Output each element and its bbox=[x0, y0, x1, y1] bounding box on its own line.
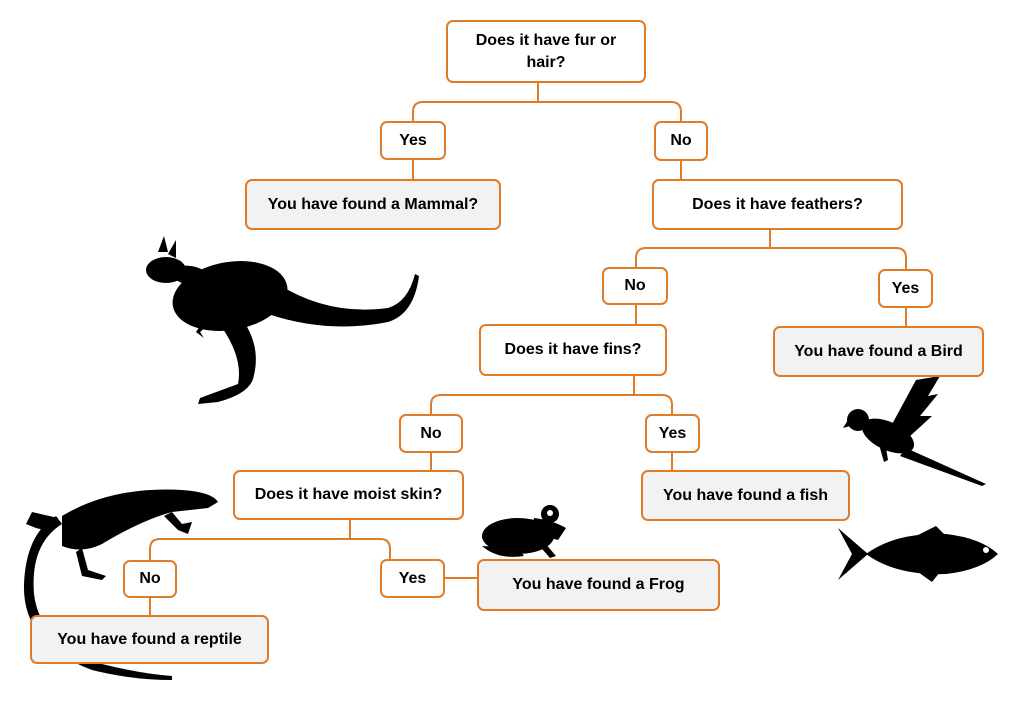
answer-no-fur: No bbox=[654, 121, 708, 161]
question-fur-or-hair: Does it have fur or hair? bbox=[446, 20, 646, 83]
answer-yes-fins: Yes bbox=[645, 414, 700, 453]
kangaroo-icon bbox=[146, 236, 419, 404]
bird-icon bbox=[843, 376, 986, 486]
answer-no-feathers: No bbox=[602, 267, 668, 305]
connector-moist bbox=[149, 519, 391, 561]
result-fish: You have found a fish bbox=[641, 470, 850, 521]
fish-icon bbox=[838, 526, 998, 582]
result-frog: You have found a Frog bbox=[477, 559, 720, 611]
answer-yes-fur: Yes bbox=[380, 121, 446, 160]
answer-no-moist: No bbox=[123, 560, 177, 598]
connector-fur bbox=[412, 82, 682, 122]
answer-no-fins: No bbox=[399, 414, 463, 453]
connector-feathers bbox=[635, 229, 907, 270]
lizard-icon bbox=[23, 489, 218, 680]
answer-yes-feathers: Yes bbox=[878, 269, 933, 308]
connector-fins bbox=[430, 375, 673, 415]
question-moist-skin: Does it have moist skin? bbox=[233, 470, 464, 520]
answer-yes-moist: Yes bbox=[380, 559, 445, 598]
question-feathers: Does it have feathers? bbox=[652, 179, 903, 230]
result-reptile: You have found a reptile bbox=[30, 615, 269, 664]
frog-icon bbox=[482, 505, 566, 558]
question-fins: Does it have fins? bbox=[479, 324, 667, 376]
result-mammal: You have found a Mammal? bbox=[245, 179, 501, 230]
result-bird: You have found a Bird bbox=[773, 326, 984, 377]
